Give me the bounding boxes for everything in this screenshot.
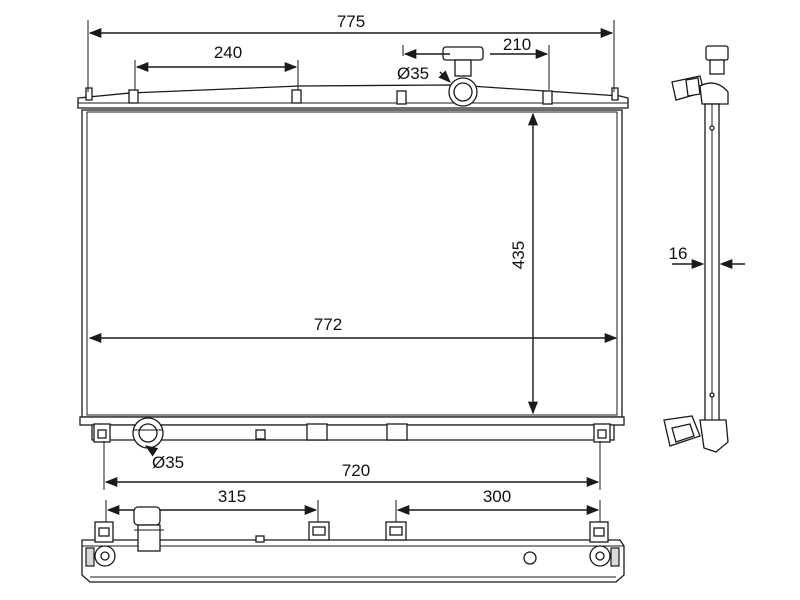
dim-overall-width: 775 [87, 12, 615, 92]
radiator-core-inner [86, 111, 618, 416]
top-bracket-2 [291, 89, 302, 104]
top-bracket-1 [128, 89, 139, 104]
bottom-view: 315 300 [81, 487, 625, 583]
top-bracket-3 [396, 90, 407, 105]
side-top-fitting [671, 45, 729, 105]
dim-top-cap-diameter: Ø35 [397, 64, 451, 83]
top-right-pin [611, 87, 619, 101]
front-view [77, 46, 629, 456]
filler-cap [442, 46, 484, 107]
label-bottom-left-span: 315 [218, 487, 246, 506]
bottom-tank-body [81, 539, 625, 583]
dim-bottom-right-span: 300 [396, 487, 600, 516]
label-top-cap-diameter: Ø35 [397, 64, 429, 83]
side-view: 16 [663, 45, 745, 453]
dim-bottom-outlet-diameter: Ø35 [144, 445, 184, 472]
label-top-right-span: 210 [503, 35, 531, 54]
dim-top-left-span: 240 [134, 43, 299, 90]
label-core-width: 772 [314, 315, 342, 334]
label-overall-width: 775 [337, 12, 365, 31]
dim-core-height: 435 [509, 112, 539, 415]
bottom-front-brackets [93, 423, 611, 443]
label-mount-span: 720 [342, 461, 370, 480]
bottom-outlet-pipe [132, 417, 164, 449]
label-top-left-span: 240 [214, 43, 242, 62]
bottom-view-pipe [133, 506, 164, 552]
top-left-pin [85, 87, 93, 101]
label-bottom-outlet-diameter: Ø35 [152, 453, 184, 472]
bottom-tank [91, 424, 615, 441]
bottom-view-end-mounts [85, 545, 620, 567]
side-bottom-fitting [663, 415, 729, 453]
dim-depth: 16 [669, 244, 745, 270]
label-bottom-right-span: 300 [483, 487, 511, 506]
top-bracket-4 [542, 90, 553, 105]
label-core-height: 435 [509, 241, 528, 269]
radiator-core [81, 109, 623, 418]
label-depth: 16 [669, 244, 688, 263]
dim-core-width: 772 [88, 315, 618, 344]
bottom-view-tabs [94, 521, 609, 543]
dim-mount-span: 720 [103, 456, 601, 490]
dim-top-right-span: 210 [402, 35, 550, 90]
bottom-header [79, 416, 625, 426]
